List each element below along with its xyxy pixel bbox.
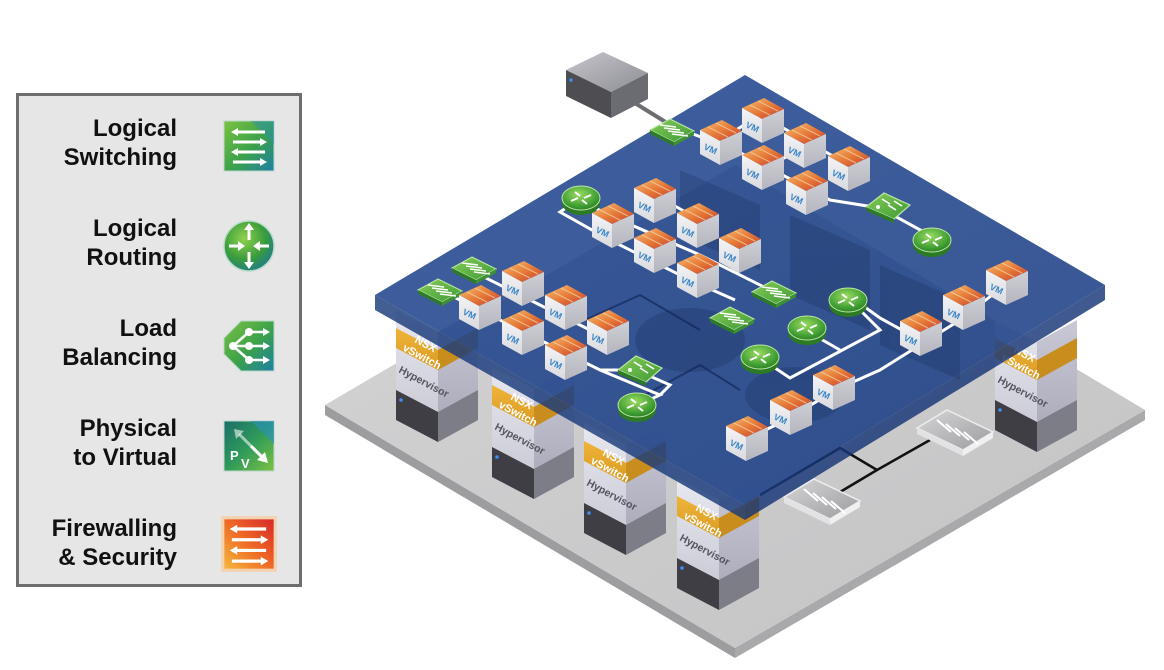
- load-balancer: [864, 192, 912, 223]
- logical-switch: [648, 118, 696, 146]
- physical-switch: [915, 409, 995, 456]
- legend-item-logical-switching: Logical Switching: [19, 108, 299, 178]
- logical-router: [740, 344, 780, 374]
- router-arrows-icon: [837, 293, 859, 307]
- physical-to-virtual-icon: P V: [221, 418, 277, 474]
- physical-switch-group: [782, 409, 995, 525]
- virtual-machine: VM: [700, 120, 742, 165]
- logical-router: [828, 287, 868, 317]
- arrow-icon: [945, 423, 961, 437]
- virtual-machine: VM: [502, 261, 544, 306]
- arrow-icon: [963, 431, 979, 445]
- virtual-machine: VM: [592, 203, 634, 248]
- server-led-icon: [569, 78, 573, 82]
- legend-label: Load Balancing: [62, 315, 177, 371]
- virtual-machine: VM: [459, 285, 501, 330]
- virtual-machine: VM: [786, 170, 828, 215]
- virtual-machine: VM: [677, 203, 719, 248]
- load-balancing-icon: [221, 318, 277, 374]
- virtual-machine: VM: [502, 310, 544, 355]
- arrow-icon: [954, 427, 970, 441]
- logical-router: [912, 227, 952, 257]
- legend-label: Physical to Virtual: [73, 415, 177, 471]
- hypervisor-led-icon: [998, 408, 1002, 412]
- router-arrows-icon: [626, 398, 648, 412]
- legend-panel: Logical Switching Logical Routin: [16, 93, 302, 587]
- logical-router: [787, 315, 827, 345]
- hypervisor-led-icon: [495, 455, 499, 459]
- physical-server: [566, 52, 674, 128]
- load-balancer: [616, 355, 664, 386]
- virtual-machine: VM: [634, 228, 676, 273]
- virtual-machine: VM: [587, 310, 629, 355]
- legend-label: Firewalling & Security: [51, 515, 177, 571]
- virtual-machine: VM: [634, 178, 676, 223]
- arrow-icon: [936, 419, 952, 433]
- virtual-machine: VM: [726, 416, 768, 461]
- virtual-machine: VM: [719, 228, 761, 273]
- logical-switch: [750, 280, 798, 308]
- p2v-letter-v: V: [241, 456, 250, 471]
- legend-label: Logical Switching: [63, 115, 177, 171]
- arrow-icon: [812, 492, 828, 506]
- physical-switch: [782, 478, 862, 525]
- logical-switching-icon: [221, 118, 277, 174]
- logical-switch: [450, 256, 498, 284]
- virtual-machine: VM: [784, 123, 826, 168]
- virtual-machine: VM: [742, 98, 784, 143]
- firewall-security-icon: [219, 514, 279, 574]
- router-arrows-icon: [570, 191, 592, 205]
- router-arrows-icon: [749, 350, 771, 364]
- hypervisor-led-icon: [680, 566, 684, 570]
- hypervisor-led-icon: [399, 398, 403, 402]
- logical-routing-icon: [221, 218, 277, 274]
- legend-item-physical-to-virtual: Physical to Virtual P V: [19, 408, 299, 478]
- virtual-machine: VM: [742, 145, 784, 190]
- legend-item-load-balancing: Load Balancing: [19, 308, 299, 378]
- virtual-machine: VM: [986, 260, 1028, 305]
- router-arrows-icon: [796, 321, 818, 335]
- arrow-icon: [803, 488, 819, 502]
- virtual-machine: VM: [545, 285, 587, 330]
- logical-switch: [416, 278, 464, 306]
- virtual-machine: VM: [770, 390, 812, 435]
- legend-label: Logical Routing: [86, 215, 177, 271]
- arrow-icon: [830, 500, 846, 514]
- legend-item-logical-routing: Logical Routing: [19, 208, 299, 278]
- logical-router: [561, 185, 601, 215]
- virtual-machine: VM: [943, 285, 985, 330]
- legend-item-firewalling-security: Firewalling & Security: [19, 508, 299, 578]
- logical-switch: [708, 306, 756, 334]
- arrow-icon: [821, 496, 837, 510]
- virtual-machine: VM: [900, 311, 942, 356]
- virtual-machine: VM: [545, 335, 587, 380]
- p2v-letter-p: P: [230, 448, 239, 463]
- logical-router: [617, 392, 657, 422]
- virtual-machine: VM: [813, 365, 855, 410]
- router-arrows-icon: [921, 233, 943, 247]
- hypervisor-led-icon: [587, 511, 591, 515]
- virtual-machine: VM: [677, 253, 719, 298]
- virtual-machine: VM: [828, 146, 870, 191]
